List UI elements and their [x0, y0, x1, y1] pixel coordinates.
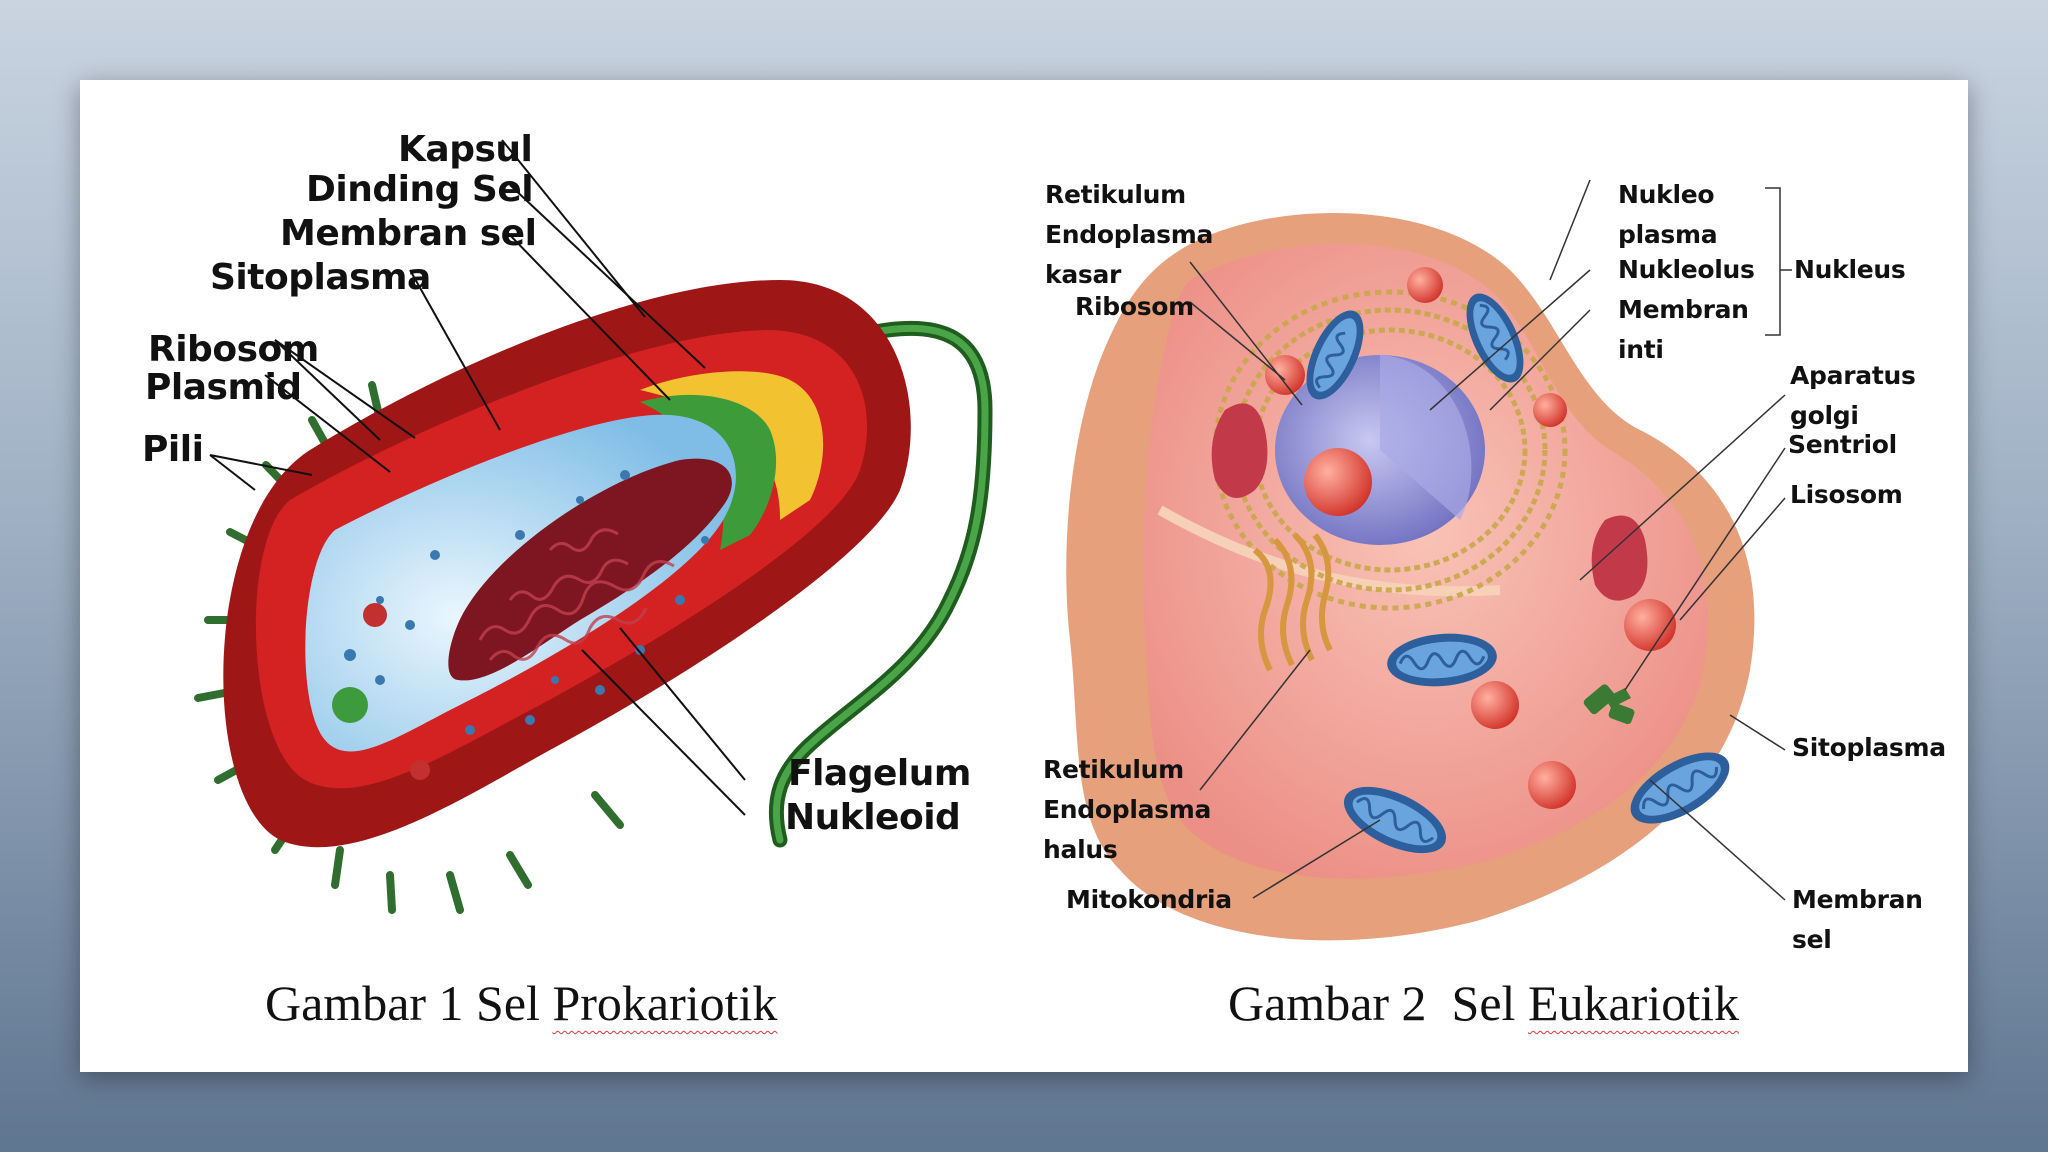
- lysosomes: [1265, 267, 1676, 809]
- golgi-apparatus: [1253, 532, 1333, 672]
- label-sitoplasma: Sitoplasma: [210, 257, 431, 298]
- caption-prokaryote: Gambar 1 Sel Prokariotik: [265, 978, 777, 1028]
- centrioles: [1583, 684, 1635, 725]
- caption-eukaryote-word: Eukariotik: [1527, 975, 1739, 1031]
- label-ribosom-euk: Ribosom: [1075, 292, 1194, 321]
- label-re-kasar-3: kasar: [1045, 260, 1122, 289]
- cell-wall: [640, 371, 824, 520]
- label-membran-inti-1: Membran: [1618, 295, 1749, 324]
- caption-eukaryote: Gambar 2 Sel Eukariotik: [1228, 978, 1739, 1028]
- label-mitokondria: Mitokondria: [1066, 885, 1232, 914]
- caption-prokaryote-prefix: Gambar 1 Sel: [265, 975, 553, 1031]
- plasmid: [363, 603, 387, 627]
- prokaryotic-cell: [194, 280, 993, 914]
- label-ribosom: Ribosom: [148, 329, 319, 370]
- label-membran-inti-2: inti: [1618, 335, 1664, 364]
- mitochondria: [1306, 293, 1730, 854]
- eukaryotic-cell: [1066, 212, 1755, 941]
- label-membran-sel-2: sel: [1792, 925, 1832, 954]
- label-flagelum: Flagelum: [788, 753, 971, 794]
- label-lisosom: Lisosom: [1790, 480, 1903, 509]
- label-re-halus-2: Endoplasma: [1043, 795, 1212, 824]
- label-nukleus: Nukleus: [1794, 255, 1906, 284]
- caption-eukaryote-prefix: Gambar 2 Sel: [1228, 975, 1528, 1031]
- ribosomes: [344, 470, 709, 735]
- label-membran-sel: Membran sel: [280, 213, 537, 254]
- eukaryote-leader-lines: [1189, 179, 1792, 901]
- label-nukleoplasma-2: plasma: [1618, 220, 1718, 249]
- label-re-halus-1: Retikulum: [1043, 755, 1184, 784]
- label-re-kasar-1: Retikulum: [1045, 180, 1186, 209]
- label-sentriol: Sentriol: [1788, 430, 1897, 459]
- label-aparatus-golgi-2: golgi: [1790, 401, 1859, 430]
- label-kapsul: Kapsul: [398, 129, 533, 170]
- label-membran-sel-1: Membran: [1792, 885, 1923, 914]
- label-aparatus-golgi-1: Aparatus: [1790, 361, 1916, 390]
- cell-membrane: [640, 394, 777, 550]
- label-nukleolus: Nukleolus: [1618, 255, 1755, 284]
- label-re-halus-3: halus: [1043, 835, 1118, 864]
- nucleoid: [448, 458, 732, 681]
- label-re-kasar-2: Endoplasma: [1045, 220, 1214, 249]
- cell-diagrams: [194, 139, 1792, 941]
- prokaryote-leader-lines: [209, 139, 746, 816]
- label-pili: Pili: [142, 429, 204, 470]
- label-plasmid: Plasmid: [145, 367, 302, 408]
- label-sitoplasma-euk: Sitoplasma: [1792, 733, 1946, 762]
- label-nukleoplasma-1: Nukleo: [1618, 180, 1715, 209]
- nucleolus: [1304, 448, 1372, 516]
- slide: Kapsul Dinding Sel Membran sel Sitoplasm…: [80, 80, 1968, 1072]
- label-dinding-sel: Dinding Sel: [306, 169, 534, 210]
- caption-prokaryote-word: Prokariotik: [552, 975, 778, 1031]
- label-nukleoid: Nukleoid: [785, 797, 961, 838]
